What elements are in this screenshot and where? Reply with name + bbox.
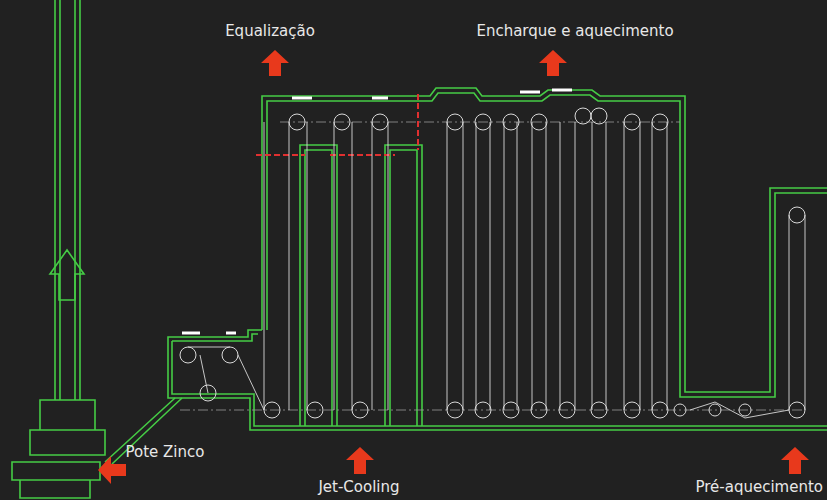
section-label: Equalização — [225, 22, 315, 40]
section-label: Jet-Cooling — [318, 478, 399, 496]
seal-lines — [256, 94, 418, 155]
section-arrows — [98, 50, 809, 484]
furnace-outline — [12, 0, 827, 498]
outline-marks — [182, 90, 572, 333]
center-lines — [180, 122, 805, 410]
strip-path — [188, 122, 805, 418]
section-label: Pote Zinco — [126, 443, 205, 461]
rolls — [180, 108, 805, 418]
section-label: Pré-aquecimento — [695, 478, 823, 496]
section-label: Encharque e aquecimento — [476, 22, 673, 40]
